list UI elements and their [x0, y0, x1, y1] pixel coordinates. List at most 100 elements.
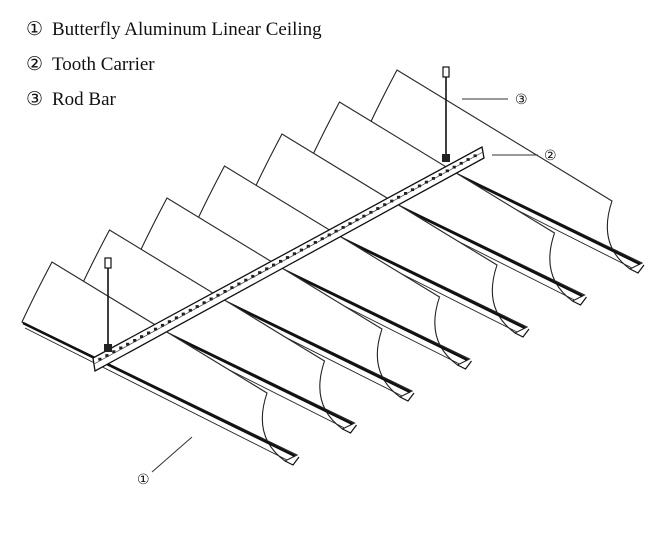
- panel-body: [366, 69, 644, 270]
- legend-number: ②: [26, 54, 44, 75]
- carrier-tooth: [112, 350, 116, 354]
- carrier-tooth: [438, 173, 442, 176]
- callout-leader-line: [151, 436, 193, 473]
- carrier-tooth: [376, 207, 380, 210]
- carrier-tooth: [223, 290, 227, 293]
- carrier-tooth: [119, 346, 123, 350]
- legend-label: Tooth Carrier: [52, 54, 155, 75]
- legend-item-panel: ① Butterfly Aluminum Linear Ceiling: [26, 18, 322, 53]
- carrier-tooth: [313, 241, 317, 244]
- panel-end-hook: [572, 296, 587, 306]
- carrier-tooth: [105, 354, 109, 357]
- carrier-tooth: [466, 158, 470, 161]
- carrier-tooth: [188, 308, 192, 312]
- legend-label: Rod Bar: [52, 89, 116, 110]
- panel-end-hook: [342, 424, 357, 434]
- carrier-tooth: [216, 293, 220, 297]
- ceiling-panel: [21, 261, 300, 466]
- carrier-tooth: [140, 335, 144, 338]
- panel-body: [136, 197, 414, 398]
- legend-label: Butterfly Aluminum Linear Ceiling: [52, 19, 322, 40]
- carrier-tooth: [244, 278, 248, 282]
- ceiling-panels: [21, 69, 645, 466]
- rod-hanger-clip: [442, 154, 450, 162]
- rod-bar: [104, 257, 112, 352]
- panel-lip: [22, 321, 296, 458]
- carrier-tooth: [285, 256, 290, 259]
- carrier-tooth: [355, 218, 359, 222]
- carrier-tooth: [202, 301, 206, 305]
- carrier-tooth: [153, 327, 158, 331]
- rod-bar: [442, 66, 450, 162]
- carrier-tooth: [404, 192, 408, 195]
- callout-number: ②: [544, 148, 557, 164]
- carrier-tooth: [334, 229, 338, 233]
- carrier-tooth: [397, 195, 401, 199]
- panel-end-hook: [457, 360, 472, 370]
- carrier-tooth: [167, 320, 171, 323]
- carrier-tooth: [258, 271, 262, 274]
- carrier-tooth: [147, 331, 151, 335]
- panel-body: [251, 133, 529, 334]
- carrier-tooth: [230, 286, 234, 289]
- panel-lip-lower: [24, 327, 288, 461]
- carrier-tooth: [390, 199, 394, 203]
- carrier-tooth: [237, 282, 241, 286]
- carrier-beam: [92, 146, 485, 373]
- carrier-tooth: [445, 169, 449, 173]
- panel-body: [308, 101, 586, 302]
- callout-panel: ①: [137, 436, 193, 488]
- panel-body: [21, 261, 299, 462]
- legend-item-rod: ③ Rod Bar: [26, 88, 322, 123]
- carrier-tooth: [98, 357, 102, 361]
- rod-top-nut: [104, 257, 112, 269]
- carrier-tooth: [133, 339, 137, 342]
- carrier-tooth: [251, 274, 255, 278]
- rod-top-nut: [442, 66, 450, 78]
- legend-number: ①: [26, 19, 44, 40]
- panel-body: [193, 165, 471, 366]
- carrier-tooth: [265, 267, 269, 271]
- carrier-tooth: [424, 180, 428, 184]
- carrier-tooth: [209, 297, 213, 301]
- carrier-tooth: [174, 316, 178, 320]
- panel-end-hook: [399, 392, 415, 402]
- carrier-tooth: [327, 233, 331, 237]
- tooth-carrier: [92, 146, 485, 373]
- panel-end-hook: [284, 456, 300, 466]
- carrier-tooth: [452, 165, 456, 169]
- carrier-tooth: [160, 323, 165, 327]
- legend-number: ③: [26, 89, 44, 110]
- carrier-tooth: [383, 203, 387, 207]
- carrier-tooth: [417, 184, 422, 188]
- panel-end-hook: [629, 264, 645, 274]
- carrier-tooth: [279, 259, 283, 263]
- carrier-tooth: [341, 226, 345, 229]
- panel-body: [78, 229, 356, 430]
- carrier-tooth: [306, 244, 310, 248]
- carrier-tooth: [348, 222, 352, 225]
- panel-end-hook: [514, 328, 530, 338]
- carrier-tooth: [431, 177, 435, 180]
- carrier-tooth: [292, 252, 296, 256]
- legend-item-carrier: ② Tooth Carrier: [26, 53, 322, 88]
- callout-number: ①: [137, 472, 150, 488]
- carrier-tooth: [195, 305, 199, 308]
- carrier-tooth: [320, 237, 324, 241]
- carrier-tooth: [410, 188, 415, 192]
- carrier-tooth: [126, 342, 130, 346]
- carrier-tooth: [362, 214, 366, 218]
- carrier-tooth: [369, 210, 373, 214]
- callout-carrier: ②: [492, 148, 557, 164]
- panel-top-edge: [396, 69, 613, 202]
- rod-hanger-clip: [104, 344, 112, 352]
- carrier-tooth: [473, 154, 477, 158]
- carrier-tooth: [459, 161, 463, 165]
- callout-rod: ③: [462, 92, 528, 108]
- carrier-tooth: [272, 263, 276, 267]
- legend: ① Butterfly Aluminum Linear Ceiling ② Toot…: [26, 18, 322, 123]
- callout-number: ③: [515, 92, 528, 108]
- carrier-tooth: [299, 248, 303, 252]
